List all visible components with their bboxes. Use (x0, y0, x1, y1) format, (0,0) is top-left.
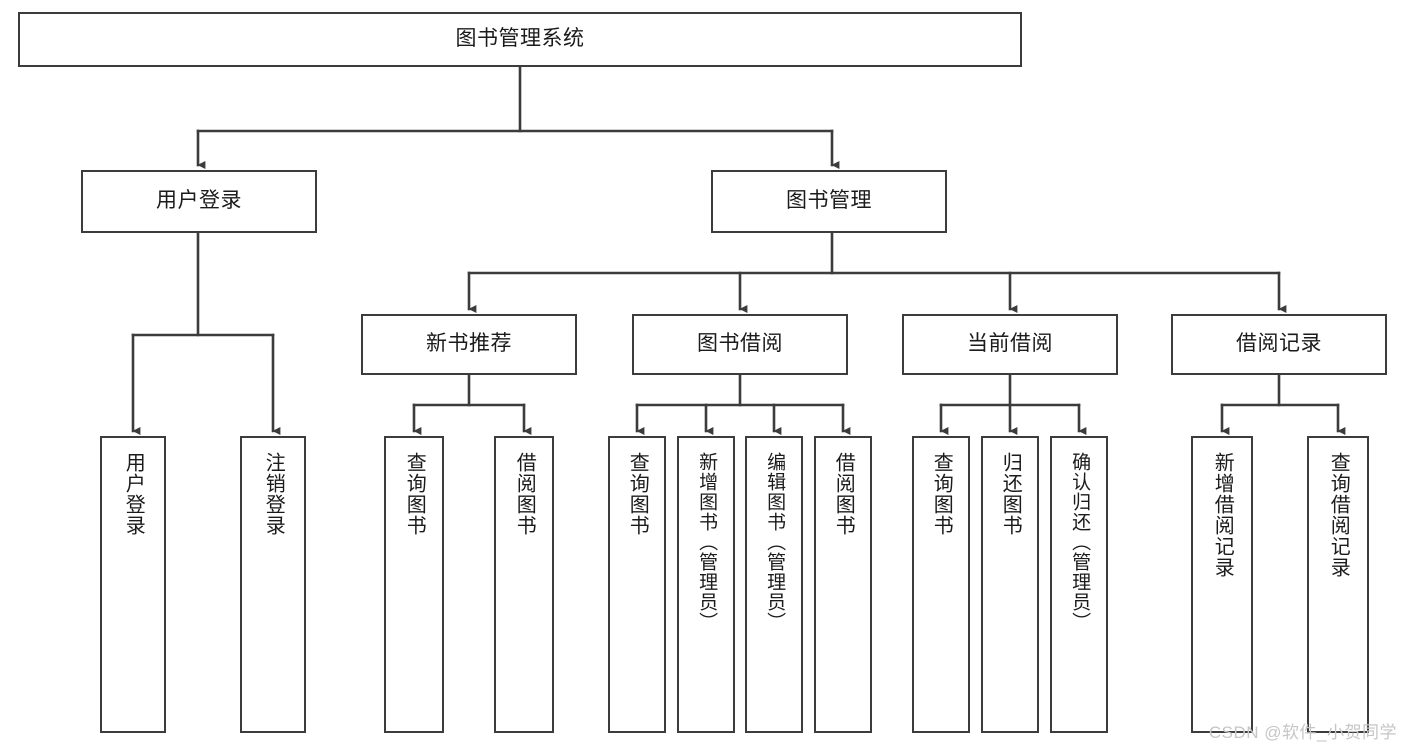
leaf-new-book-1[interactable]: 查询图书 (384, 436, 444, 733)
leaf-new-book-2-label: 借阅图书 (513, 452, 536, 536)
node-current-borrow[interactable]: 当前借阅 (902, 314, 1118, 375)
node-book-borrow-label: 图书借阅 (697, 332, 783, 356)
leaf-book-borrow-3-label: 编辑图书（管理员） (764, 452, 786, 632)
leaf-current-borrow-3-label: 确认归还（管理员） (1069, 452, 1091, 632)
node-root[interactable]: 图书管理系统 (18, 12, 1022, 67)
leaf-current-borrow-3[interactable]: 确认归还（管理员） (1050, 436, 1108, 733)
leaf-current-borrow-2-label: 归还图书 (999, 452, 1022, 536)
leaf-new-book-2[interactable]: 借阅图书 (494, 436, 554, 733)
leaf-book-borrow-4-label: 借阅图书 (832, 452, 855, 536)
csdn-watermark: CSDN @软件_小贺同学 (1208, 723, 1397, 742)
leaf-book-borrow-3[interactable]: 编辑图书（管理员） (745, 436, 803, 733)
leaf-book-borrow-1-label: 查询图书 (626, 452, 649, 536)
leaf-borrow-record-2-label: 查询借阅记录 (1327, 452, 1350, 578)
node-user-login-label: 用户登录 (156, 189, 242, 213)
leaf-borrow-record-1-label: 新增借阅记录 (1211, 452, 1234, 578)
leaf-user-login-1[interactable]: 用户登录 (100, 436, 166, 733)
leaf-book-borrow-4[interactable]: 借阅图书 (814, 436, 872, 733)
leaf-book-borrow-2-label: 新增图书（管理员） (696, 452, 718, 632)
leaf-current-borrow-2[interactable]: 归还图书 (981, 436, 1039, 733)
node-current-borrow-label: 当前借阅 (967, 332, 1053, 356)
leaf-book-borrow-1[interactable]: 查询图书 (608, 436, 666, 733)
node-new-book-recommend-label: 新书推荐 (426, 332, 512, 356)
leaf-user-login-2-label: 注销登录 (262, 452, 285, 536)
leaf-current-borrow-1[interactable]: 查询图书 (912, 436, 970, 733)
node-borrow-record[interactable]: 借阅记录 (1171, 314, 1387, 375)
node-book-management-label: 图书管理 (786, 189, 872, 213)
node-borrow-record-label: 借阅记录 (1236, 332, 1322, 356)
leaf-user-login-2[interactable]: 注销登录 (240, 436, 306, 733)
node-root-label: 图书管理系统 (455, 27, 585, 51)
leaf-user-login-1-label: 用户登录 (122, 452, 145, 536)
node-user-login[interactable]: 用户登录 (81, 170, 317, 233)
node-new-book-recommend[interactable]: 新书推荐 (361, 314, 577, 375)
leaf-borrow-record-1[interactable]: 新增借阅记录 (1191, 436, 1253, 733)
leaf-current-borrow-1-label: 查询图书 (930, 452, 953, 536)
leaf-book-borrow-2[interactable]: 新增图书（管理员） (677, 436, 735, 733)
leaf-new-book-1-label: 查询图书 (403, 452, 426, 536)
node-book-management[interactable]: 图书管理 (711, 170, 947, 233)
leaf-borrow-record-2[interactable]: 查询借阅记录 (1307, 436, 1369, 733)
node-book-borrow[interactable]: 图书借阅 (632, 314, 848, 375)
